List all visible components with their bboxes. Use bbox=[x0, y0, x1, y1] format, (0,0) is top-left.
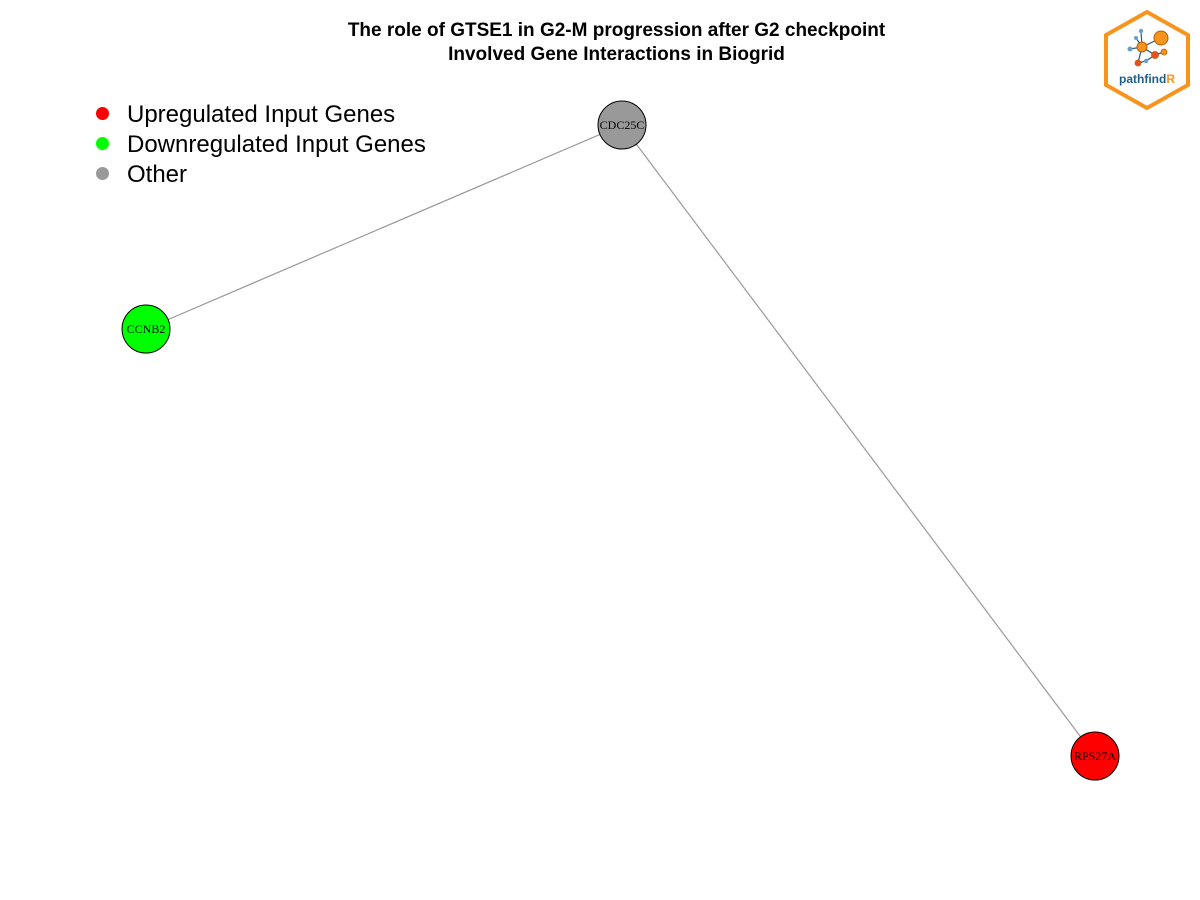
node-circle-ccnb2 bbox=[121, 304, 171, 354]
node-rps27a: RPS27A bbox=[1070, 731, 1120, 781]
logo-text: pathfindR bbox=[1119, 72, 1175, 86]
legend: Upregulated Input Genes Downregulated In… bbox=[96, 100, 426, 190]
node-cdc25c: CDC25C bbox=[597, 100, 647, 150]
node-circle-cdc25c bbox=[597, 100, 647, 150]
legend-item-other: Other bbox=[96, 160, 426, 190]
legend-item-upregulated: Upregulated Input Genes bbox=[96, 100, 426, 130]
legend-label-downregulated: Downregulated Input Genes bbox=[127, 131, 426, 158]
node-circle-rps27a bbox=[1070, 731, 1120, 781]
node-label-rps27a: RPS27A bbox=[1074, 749, 1116, 763]
legend-dot-upregulated bbox=[96, 106, 109, 120]
legend-label-other: Other bbox=[127, 161, 188, 188]
node-ccnb2: CCNB2 bbox=[121, 304, 171, 354]
title-line-2: Involved Gene Interactions in Biogrid bbox=[448, 44, 785, 65]
pathfindr-logo: pathfindR bbox=[1104, 9, 1190, 111]
edge-cdc25c-ccnb2 bbox=[145, 124, 623, 330]
legend-dot-downregulated bbox=[96, 136, 109, 150]
legend-dot-other bbox=[96, 166, 109, 180]
legend-label-upregulated: Upregulated Input Genes bbox=[127, 101, 396, 128]
node-label-ccnb2: CCNB2 bbox=[127, 322, 166, 336]
edges-layer bbox=[145, 124, 1096, 757]
plot-title: The role of GTSE1 in G2-M progression af… bbox=[0, 19, 1200, 67]
logo-text-accent: R bbox=[1166, 72, 1175, 86]
legend-item-downregulated: Downregulated Input Genes bbox=[96, 130, 426, 160]
edge-cdc25c-rps27a bbox=[621, 124, 1096, 757]
node-label-cdc25c: CDC25C bbox=[600, 118, 645, 132]
logo-text-main: pathfind bbox=[1119, 72, 1166, 86]
title-line-1: The role of GTSE1 in G2-M progression af… bbox=[347, 20, 886, 41]
logo-network-icon bbox=[1127, 28, 1169, 67]
